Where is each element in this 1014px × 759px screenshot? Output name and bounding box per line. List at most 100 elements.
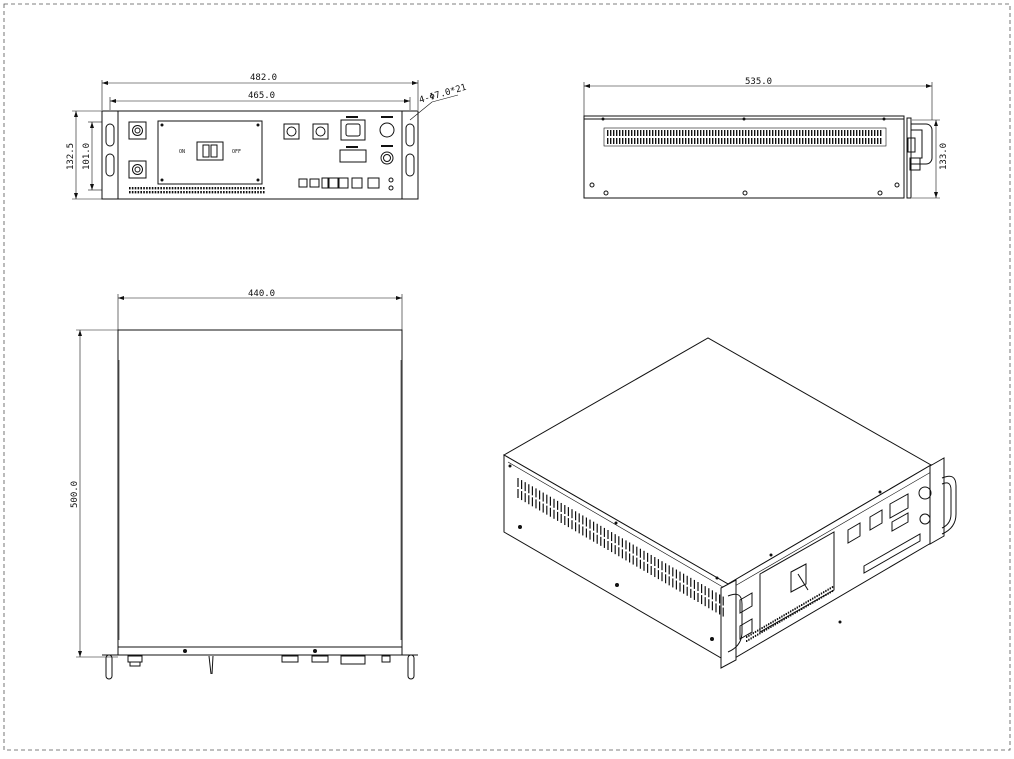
vent-hole: [140, 191, 142, 194]
vent-slot: [823, 138, 825, 144]
vent-slot: [802, 138, 804, 144]
vent-hole: [163, 187, 165, 190]
vent-hole: [205, 187, 208, 190]
vent-hole: [251, 191, 254, 194]
dim-hole-callout: 4-Φ7.0*21: [418, 83, 468, 106]
vent-slot: [709, 138, 711, 144]
vent-hole: [166, 191, 168, 194]
vent-hole: [231, 191, 234, 194]
vent-hole: [748, 634, 750, 637]
vent-hole: [262, 191, 265, 194]
vent-hole: [205, 191, 208, 194]
vent-slot: [748, 130, 750, 136]
vent-slot: [772, 130, 774, 136]
vent-slot: [706, 138, 708, 144]
vent-slot: [742, 130, 744, 136]
vent-slot: [745, 138, 747, 144]
vent-slot: [778, 138, 780, 144]
vent-hole: [211, 187, 214, 190]
vent-slot: [625, 130, 627, 136]
vent-slot: [790, 130, 792, 136]
vent-hole: [823, 591, 825, 594]
vent-slot: [634, 138, 636, 144]
vent-slot: [661, 130, 663, 136]
vent-hole: [781, 615, 783, 618]
vent-slot: [712, 130, 714, 136]
vent-slot: [730, 138, 732, 144]
vent-slot: [793, 138, 795, 144]
vent-slot: [736, 138, 738, 144]
vent-hole: [168, 191, 171, 194]
vent-slot: [715, 138, 717, 144]
vent-slot: [817, 138, 819, 144]
vent-hole: [228, 187, 231, 190]
vent-slot: [835, 138, 837, 144]
vent-slot: [709, 130, 711, 136]
vent-slot: [664, 130, 666, 136]
vent-slot: [616, 130, 618, 136]
vent-hole: [796, 610, 798, 613]
vent-hole: [228, 191, 231, 194]
vent-hole: [183, 191, 185, 194]
vent-hole: [194, 187, 197, 190]
vent-slot: [691, 130, 693, 136]
vent-hole: [254, 187, 256, 190]
vent-hole: [234, 187, 237, 190]
vent-hole: [831, 590, 834, 593]
vent-slot: [715, 130, 717, 136]
vent-hole: [776, 618, 779, 621]
vent-hole: [772, 620, 774, 623]
vent-hole: [234, 191, 237, 194]
vent-hole: [194, 191, 197, 194]
vent-slot: [775, 130, 777, 136]
vent-slot: [760, 138, 762, 144]
vent-hole: [157, 187, 160, 190]
vent-hole: [183, 187, 185, 190]
vent-slot: [607, 138, 609, 144]
vent-slot: [625, 138, 627, 144]
vent-slot: [862, 130, 864, 136]
vent-slot: [802, 130, 804, 136]
vent-slot: [652, 130, 654, 136]
isometric-view: [502, 337, 957, 669]
vent-hole: [157, 191, 160, 194]
vent-hole: [757, 629, 759, 632]
vent-slot: [856, 138, 858, 144]
vent-hole: [807, 604, 809, 607]
vent-hole: [827, 592, 829, 595]
vent-hole: [809, 598, 812, 601]
vent-hole: [243, 191, 245, 194]
vent-slot: [820, 130, 822, 136]
vent-slot: [814, 130, 816, 136]
vent-hole: [203, 187, 205, 190]
vent-hole: [240, 191, 242, 194]
vent-hole: [257, 187, 259, 190]
side-view: 535.0 133.0: [583, 77, 949, 199]
vent-slot: [796, 138, 798, 144]
vent-slot: [649, 138, 651, 144]
vent-hole: [148, 187, 151, 190]
dim-front-overall-width: 482.0: [250, 73, 277, 83]
vent-hole: [140, 187, 142, 190]
vent-slot: [865, 130, 867, 136]
vent-hole: [171, 187, 174, 190]
vent-hole: [214, 187, 217, 190]
vent-hole: [803, 602, 805, 605]
vent-hole: [151, 187, 154, 190]
vent-slot: [859, 130, 861, 136]
vent-slot: [763, 130, 765, 136]
vent-slot: [733, 130, 735, 136]
vent-slot: [613, 130, 615, 136]
vent-hole: [750, 633, 752, 636]
vent-hole: [814, 596, 816, 599]
vent-slot: [712, 138, 714, 144]
vent-hole: [134, 187, 137, 190]
vent-slot: [730, 130, 732, 136]
vent-slot: [676, 130, 678, 136]
vent-hole: [134, 191, 137, 194]
vent-slot: [739, 138, 741, 144]
vent-hole: [237, 187, 239, 190]
vent-hole: [160, 187, 162, 190]
